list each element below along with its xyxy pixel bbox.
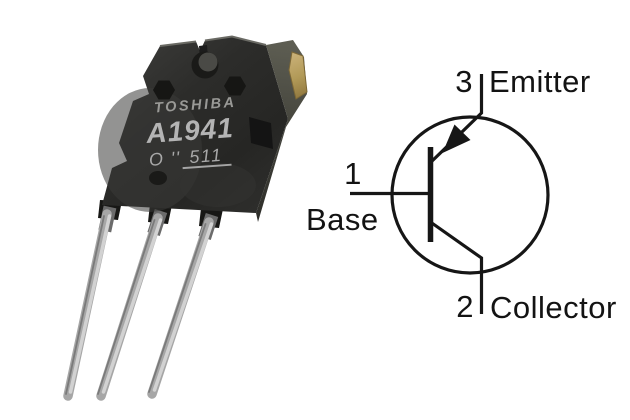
lot-marking: O '' 511 bbox=[148, 145, 223, 170]
brand-marking: TOSHIBA bbox=[154, 95, 237, 117]
pin-2-number: 2 bbox=[456, 289, 474, 324]
transistor-symbol-circle bbox=[390, 115, 550, 275]
side-cutout bbox=[249, 117, 273, 149]
mounting-hole-inner bbox=[198, 52, 218, 72]
pin-1-label: Base bbox=[306, 202, 379, 237]
part-number-marking: A1941 bbox=[144, 112, 234, 149]
emitter-arrow-icon bbox=[442, 124, 471, 153]
lot-underline bbox=[182, 163, 232, 170]
pinout-diagram: 3 Emitter 1 Base 2 Collector bbox=[306, 64, 617, 325]
mold-dimple-right bbox=[224, 76, 246, 96]
transistor-photo: TOSHIBA A1941 O '' 511 bbox=[63, 35, 308, 401]
pin-1-number: 1 bbox=[344, 156, 362, 191]
mounting-tab-gold bbox=[288, 51, 308, 100]
lot-prefix: O '' bbox=[148, 148, 181, 170]
top-bevel bbox=[159, 35, 267, 47]
body-highlight-2 bbox=[180, 163, 256, 207]
collector-lead bbox=[428, 219, 484, 314]
transistor-lead-1 bbox=[63, 205, 117, 401]
body-highlight bbox=[98, 88, 202, 212]
transistor-lead-2 bbox=[96, 209, 168, 401]
pin-3-number: 3 bbox=[455, 64, 473, 99]
pin-3-label: Emitter bbox=[489, 64, 591, 99]
pin-2-label: Collector bbox=[490, 290, 617, 325]
package-markings: TOSHIBA A1941 O '' 511 bbox=[144, 95, 237, 170]
mold-dimple-left bbox=[153, 80, 175, 100]
transistor-lead-3 bbox=[147, 213, 219, 399]
lot-number: 511 bbox=[189, 145, 224, 167]
mold-dimple-bottom bbox=[149, 171, 167, 185]
